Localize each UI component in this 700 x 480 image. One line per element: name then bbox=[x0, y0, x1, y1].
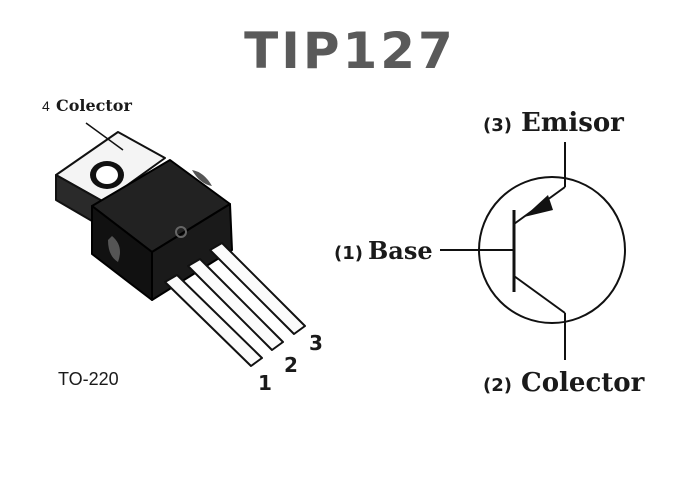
package-body-side bbox=[151, 203, 233, 301]
tab-label-text: Colector bbox=[56, 96, 132, 115]
tab-label-leader bbox=[85, 122, 124, 151]
collector-segment bbox=[513, 275, 566, 314]
collector-number: (2) bbox=[483, 375, 512, 396]
base-number: (1) bbox=[334, 243, 363, 264]
emitter-number: (3) bbox=[483, 115, 512, 136]
pnp-transistor-symbol bbox=[440, 142, 626, 360]
mounting-hole-inner bbox=[96, 166, 118, 184]
to220-package bbox=[55, 122, 306, 367]
package-leads bbox=[164, 242, 306, 367]
body-notch-right bbox=[192, 170, 212, 186]
base-name: Base bbox=[368, 236, 433, 265]
pin-number-3: 3 bbox=[309, 331, 323, 355]
body-notch-left bbox=[108, 236, 120, 262]
package-name: TO-220 bbox=[58, 369, 119, 389]
collector-name: Colector bbox=[521, 368, 645, 398]
lead-1 bbox=[164, 274, 263, 367]
pin-number-2: 2 bbox=[284, 353, 298, 377]
page-title: TIP127 bbox=[244, 22, 456, 80]
lead-2 bbox=[187, 258, 284, 351]
pin-number-1: 1 bbox=[258, 371, 272, 395]
emitter-name: Emisor bbox=[521, 108, 624, 138]
lead-3 bbox=[209, 242, 306, 335]
body-marker-dot bbox=[175, 226, 187, 238]
tab-label-number: 4 bbox=[42, 98, 50, 114]
emitter-arrow-icon bbox=[524, 195, 553, 217]
